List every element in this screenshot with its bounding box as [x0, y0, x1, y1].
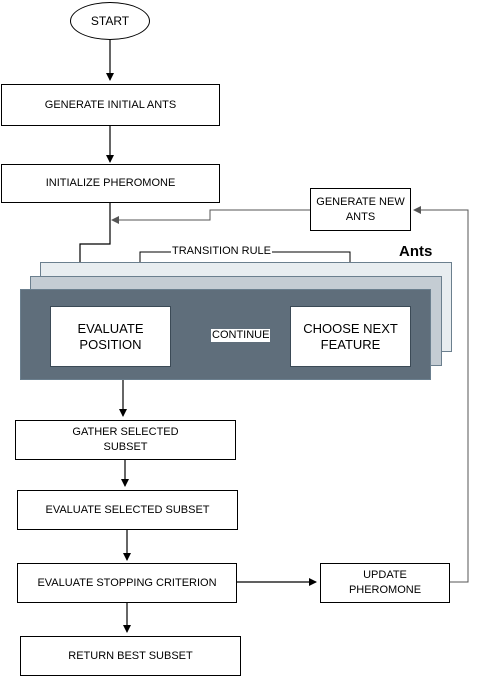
- edge-update-to-newants: [413, 206, 469, 583]
- generate-new-ants-box: GENERATE NEW ANTS: [310, 188, 411, 231]
- gather-selected-subset-box: GATHER SELECTED SUBSET: [15, 420, 236, 460]
- initialize-pheromone-box: INITIALIZE PHEROMONE: [1, 164, 220, 203]
- evaluate-stopping-criterion-box: EVALUATE STOPPING CRITERION: [17, 563, 237, 603]
- choose-next-feature-box: CHOOSE NEXT FEATURE: [290, 306, 411, 367]
- transition-rule-label: TRANSITION RULE: [171, 245, 273, 258]
- ants-group-title: Ants: [399, 243, 433, 260]
- start-node: START: [70, 2, 150, 40]
- evaluate-selected-subset-box: EVALUATE SELECTED SUBSET: [17, 490, 238, 530]
- evaluate-position-box: EVALUATE POSITION: [50, 306, 171, 367]
- generate-initial-ants-box: GENERATE INITIAL ANTS: [1, 84, 220, 126]
- return-best-subset-box: RETURN BEST SUBSET: [20, 636, 241, 676]
- edge-newants-to-merge: [111, 209, 310, 224]
- update-pheromone-box: UPDATE PHEROMONE: [320, 563, 450, 603]
- continue-label: CONTINUE: [211, 329, 271, 342]
